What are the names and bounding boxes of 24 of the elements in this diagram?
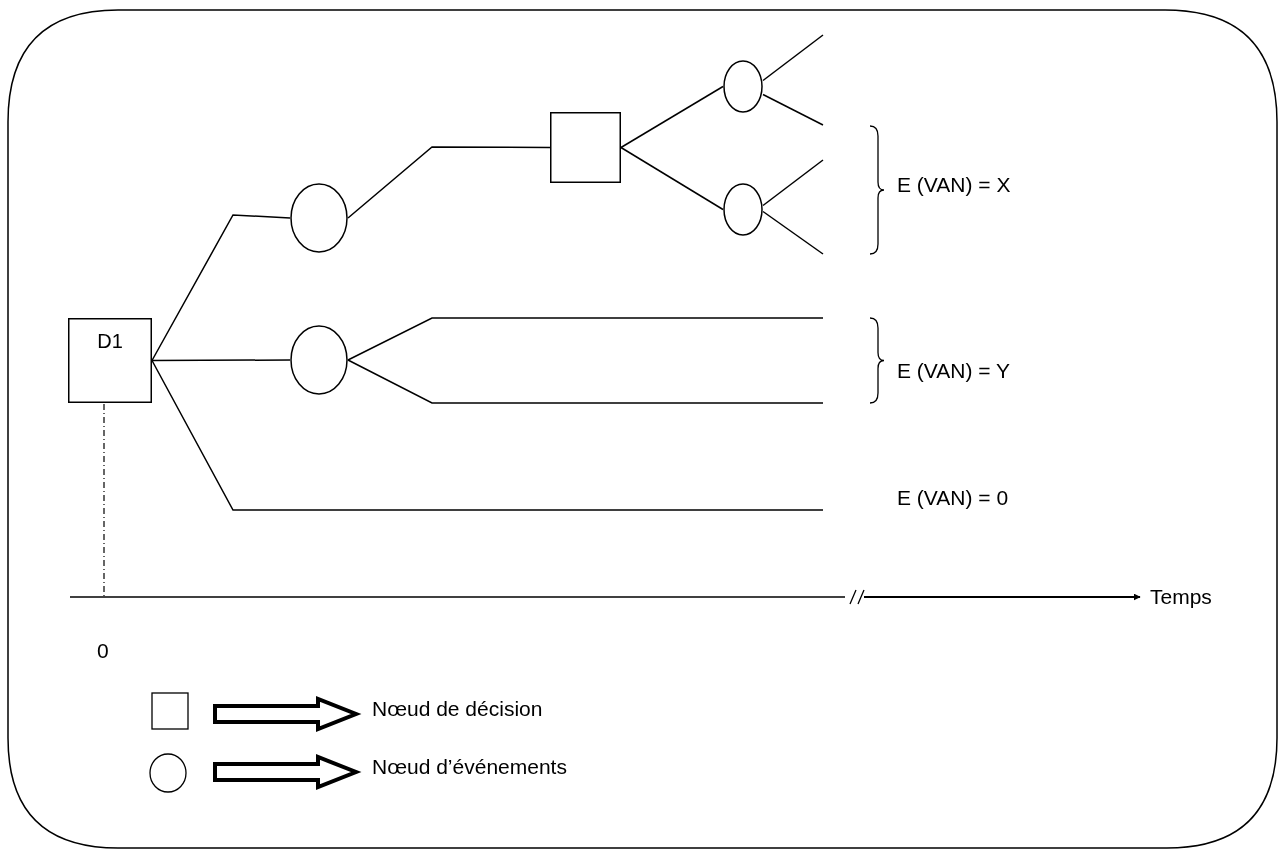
expected-value-label: E (VAN) = Y [897, 360, 1010, 381]
axis-label: Temps [1150, 586, 1212, 607]
event-node-circle [290, 183, 348, 253]
event-node-circle [723, 183, 763, 236]
branch-line [347, 146, 551, 219]
event-node-circle [723, 60, 763, 113]
branch-line [347, 359, 824, 404]
branch-line [762, 210, 824, 255]
expected-value-label: E (VAN) = X [897, 174, 1011, 195]
branch-line [762, 159, 824, 207]
branch-line [620, 146, 724, 211]
branch-line [620, 85, 724, 149]
branch-line [347, 317, 824, 361]
legend-label: Nœud de décision [372, 698, 543, 719]
axis-tick-label: 0 [97, 640, 109, 661]
branch-line [762, 34, 824, 82]
node-label: D1 [96, 330, 124, 353]
branch-line [762, 93, 824, 126]
decision-node-box [68, 318, 152, 403]
event-node-circle [290, 325, 348, 395]
decision-node-box [550, 112, 621, 183]
expected-value-label: E (VAN) = 0 [897, 487, 1009, 508]
branch-line [151, 359, 291, 362]
legend-label: Nœud d’événements [372, 756, 567, 777]
